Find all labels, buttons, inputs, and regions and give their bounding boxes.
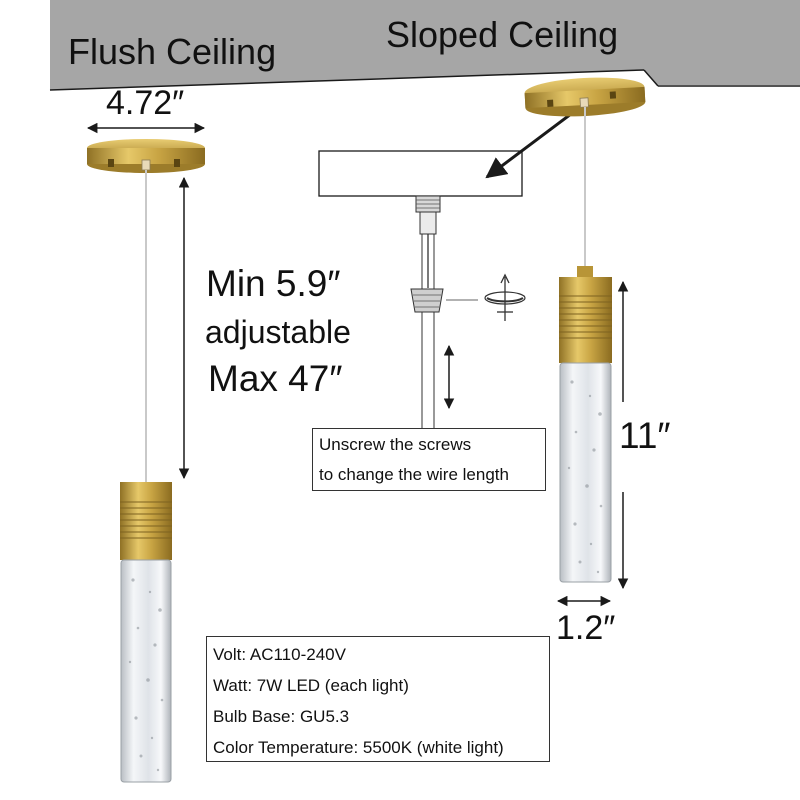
note-line-2: to change the wire length bbox=[319, 465, 509, 484]
screw-icon bbox=[484, 273, 526, 321]
zoom-pointer-arrow bbox=[485, 103, 584, 179]
pendant-light-right-icon bbox=[559, 266, 612, 583]
max-length-label: Max 47″ bbox=[208, 358, 343, 399]
spec-color-temperature: Color Temperature: 5500K (white light) bbox=[213, 738, 504, 757]
adjustable-label: adjustable bbox=[205, 314, 351, 350]
pendant-light-icon bbox=[120, 482, 172, 783]
ceiling bbox=[49, 0, 800, 91]
tube-diameter-label: 1.2″ bbox=[556, 609, 616, 647]
spec-watt: Watt: 7W LED (each light) bbox=[213, 676, 409, 695]
note-line-1: Unscrew the screws bbox=[319, 435, 472, 454]
flush-ceiling-heading: Flush Ceiling bbox=[68, 31, 277, 72]
sloped-ceiling-heading: Sloped Ceiling bbox=[386, 14, 619, 55]
wire-length-note: Unscrew the screws to change the wire le… bbox=[312, 428, 546, 491]
spec-bulb-base: Bulb Base: GU5.3 bbox=[213, 707, 350, 726]
spec-volt: Volt: AC110-240V bbox=[213, 645, 346, 664]
sloped-canopy-icon bbox=[524, 77, 646, 117]
specifications-box: Volt: AC110-240V Watt: 7W LED (each ligh… bbox=[206, 636, 550, 762]
ceiling-canopy-icon bbox=[87, 139, 205, 173]
min-length-label: Min 5.9″ bbox=[206, 263, 341, 304]
wire-fitting-detail bbox=[410, 195, 478, 428]
canopy-width-label: 4.72″ bbox=[106, 84, 185, 122]
tube-length-label: 11″ bbox=[619, 415, 671, 456]
